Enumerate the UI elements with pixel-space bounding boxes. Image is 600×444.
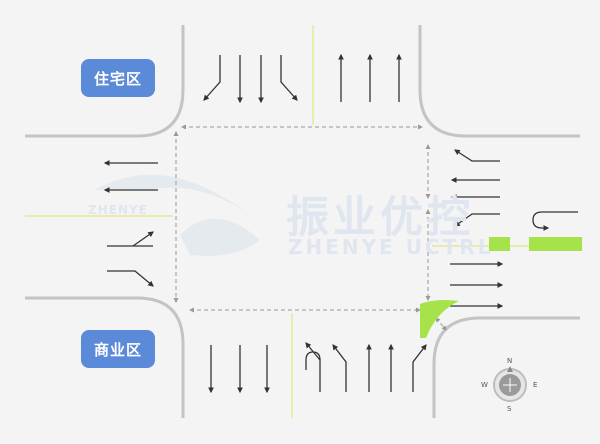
- green-bar-2: [529, 237, 582, 251]
- watermark-text-cn: 振业优控: [286, 193, 474, 243]
- arrow-west-right-turn: [107, 270, 154, 287]
- green-bar-1: [489, 237, 510, 251]
- compass: [493, 366, 527, 402]
- curb-top-right: [418, 25, 580, 138]
- arrow-north-right-turn: [203, 55, 221, 101]
- compass-needle-north: [507, 366, 513, 372]
- arrow-east-left-turn: [454, 213, 500, 227]
- watermark-logo: [95, 174, 260, 256]
- crosswalk-corner-diagonal: [435, 317, 447, 331]
- curb-top-left: [25, 25, 185, 138]
- watermark-text-en: ZHENYE UCTRL: [288, 235, 494, 259]
- arrow-east-uturn: [532, 211, 578, 231]
- arrow-east-uturn-left: [454, 149, 500, 162]
- arrow-south-left-turn: [332, 344, 347, 392]
- lane-arrows: [103, 53, 578, 394]
- green-right-turn-island: [420, 300, 459, 338]
- arrow-north-left-turn: [280, 55, 298, 101]
- arrow-west-straight-left: [107, 232, 153, 247]
- residential-zone-label: 住宅区: [81, 59, 155, 97]
- green-markings: [420, 237, 582, 338]
- compass-label-s: S: [507, 405, 512, 413]
- curb-bottom-right: [432, 316, 580, 418]
- compass-label-e: E: [533, 381, 538, 389]
- compass-label-w: W: [481, 381, 488, 389]
- arrow-south-right-turn: [412, 344, 427, 392]
- curb-bottom-left: [25, 296, 185, 418]
- commercial-zone-label: 商业区: [81, 330, 155, 368]
- watermark-logo-text: ZHENYE: [88, 203, 148, 217]
- crosswalk-paths: [173, 124, 447, 331]
- arrow-south-uturn-left: [306, 343, 321, 392]
- compass-label-n: N: [507, 357, 513, 365]
